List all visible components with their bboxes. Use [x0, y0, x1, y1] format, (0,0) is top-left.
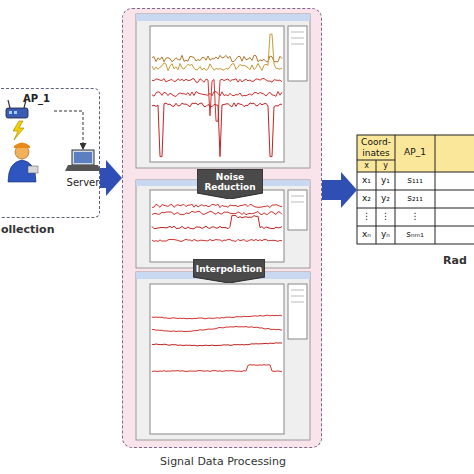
table-cell: y₁ — [376, 175, 395, 186]
node-text: Signal Data Processing — [123, 455, 323, 468]
screenshot-window — [288, 26, 307, 81]
signal-trace — [152, 343, 282, 346]
router-icon — [8, 100, 10, 108]
table-grid — [357, 190, 474, 191]
signal-bolt — [13, 121, 24, 140]
table-grid — [357, 172, 474, 244]
screenshot-window — [152, 34, 282, 156]
table-cell: yₙ — [376, 229, 395, 240]
person-icon — [14, 143, 30, 149]
screenshot-window — [136, 14, 310, 168]
signal-trace — [152, 34, 282, 71]
screenshot-window — [291, 32, 304, 33]
table-grid — [357, 135, 474, 172]
screenshot-window — [291, 38, 304, 39]
signal-trace — [152, 365, 282, 372]
node-text: Rad — [443, 254, 467, 267]
processing-panel: Signal Data ProcessingNoise ReductionInt… — [122, 8, 322, 448]
node-text: AP_1 — [23, 93, 50, 104]
processing-panel-fill — [122, 8, 322, 448]
access-point: AP_1 — [6, 93, 54, 131]
collection-panel: ollectionAP_1Server — [0, 88, 100, 218]
signal-trace — [152, 103, 282, 157]
table-cell: y₂ — [376, 193, 395, 204]
table-cell: x₂ — [357, 193, 376, 204]
signal-trace — [152, 215, 282, 229]
node-text: Noise Reduction — [197, 172, 263, 197]
node-text: ollection — [1, 223, 55, 236]
table-cell: AP_1 — [395, 147, 435, 158]
screenshot-window — [291, 44, 304, 45]
person-icon — [28, 166, 38, 173]
signal-trace — [152, 211, 282, 215]
signal-trace — [152, 315, 282, 319]
screenshot-window — [291, 196, 304, 197]
table-grid — [357, 160, 395, 161]
table-cell: x₁ — [357, 175, 376, 186]
table-cell: sₙₘ₁ — [395, 229, 435, 240]
table-grid — [357, 172, 474, 173]
laptop-icon — [74, 152, 92, 163]
signal-trace — [152, 91, 282, 96]
table-grid — [376, 160, 377, 244]
table-cell: x — [357, 161, 376, 171]
signal-trace — [152, 55, 282, 61]
table-cell: ⋮ — [357, 211, 376, 222]
table-cell: s₁₁₁ — [395, 175, 435, 186]
node-text: Interpolation — [196, 264, 262, 279]
screenshot-window — [136, 14, 310, 168]
screenshot-window — [291, 302, 304, 303]
router-icon — [14, 111, 17, 114]
table-grid — [357, 135, 474, 244]
node-text: Server — [61, 177, 105, 188]
screenshot-window — [291, 290, 304, 291]
screenshot-window — [150, 284, 284, 434]
dashed-link — [54, 111, 83, 149]
step-shape — [193, 259, 265, 283]
server-laptop: Server — [61, 149, 105, 191]
table-cell: s₂₁₁ — [395, 193, 435, 204]
screenshot-window — [291, 202, 304, 203]
laptop-icon — [65, 150, 101, 171]
person-icon — [8, 143, 38, 183]
screenshot-window — [288, 190, 307, 230]
table-cell: ⋮ — [395, 211, 435, 222]
screenshot-window — [136, 14, 310, 21]
signal-trace — [152, 326, 282, 331]
screenshot-window — [152, 315, 282, 371]
signal-trace — [152, 204, 282, 207]
screenshot-window — [150, 26, 284, 162]
processing-panel-fill — [122, 8, 322, 448]
step-label: Interpolation — [193, 259, 265, 283]
screenshot-window — [152, 204, 282, 241]
screenshot-window — [150, 190, 284, 262]
table-cell: xₙ — [357, 229, 376, 240]
router-icon — [9, 111, 12, 114]
table-grid — [357, 226, 474, 227]
screenshot-window — [136, 272, 310, 440]
screenshot-window — [136, 272, 310, 440]
screenshot-window — [291, 296, 304, 297]
screenshot-window — [288, 284, 307, 339]
laptop-icon — [65, 165, 101, 171]
table-cell: y — [376, 161, 395, 171]
signal-bolt — [13, 121, 24, 140]
step-label: Noise Reduction — [197, 169, 263, 199]
laptop-icon — [72, 150, 94, 165]
flow-arrow — [100, 168, 108, 188]
signal-trace — [152, 79, 282, 122]
signal-trace — [152, 239, 282, 241]
router-icon — [6, 108, 28, 118]
flow-arrow — [322, 180, 343, 200]
table-cell: ⋮ — [376, 211, 395, 222]
table-grid — [357, 208, 474, 209]
table-cell: Coord-inates — [357, 137, 395, 159]
table-grid — [357, 135, 474, 244]
step-shape — [197, 169, 263, 199]
